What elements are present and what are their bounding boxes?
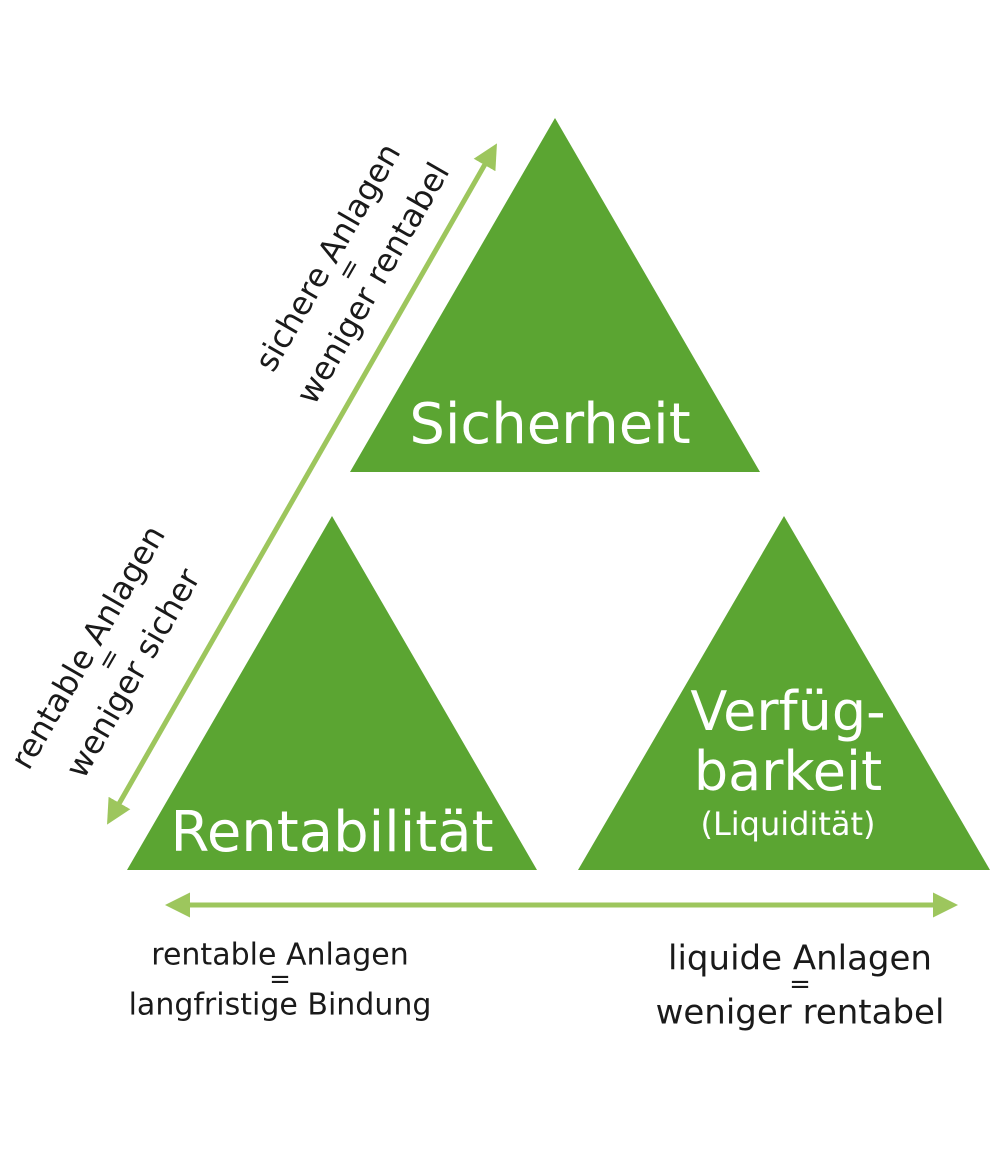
label-rentabilitaet-text: Rentabilität — [170, 800, 494, 865]
label-sicherheit-text: Sicherheit — [409, 392, 691, 457]
label-rentabilitaet: Rentabilität — [127, 800, 537, 865]
annotation-langfristig-line1: rentable Anlagen — [151, 937, 409, 973]
annotation-langfristig-line2: langfristige Bindung — [128, 986, 432, 1022]
label-sicherheit: Sicherheit — [350, 392, 750, 457]
annotation-liquide-line1: liquide Anlagen — [668, 938, 932, 979]
label-verfuegbarkeit-line1: Verfüg- — [690, 680, 886, 743]
label-verfuegbarkeit: Verfüg- barkeit (Liquidität) — [588, 682, 988, 846]
annotation-langfristig-equals: = — [269, 964, 291, 995]
annotation-rentable-langfristig: rentable Anlagen = langfristige Bindung — [129, 940, 432, 1020]
label-verfuegbarkeit-line3: (Liquidität) — [700, 805, 876, 843]
label-verfuegbarkeit-line2: barkeit — [693, 740, 883, 803]
diagonal-double-arrow — [107, 143, 497, 825]
annotation-liquide-equals: = — [789, 969, 811, 1000]
annotation-liquide-anlagen: liquide Anlagen = weniger rentabel — [656, 941, 945, 1029]
triangle-verfuegbarkeit — [578, 516, 990, 870]
annotation-liquide-line2: weniger rentabel — [655, 991, 945, 1032]
